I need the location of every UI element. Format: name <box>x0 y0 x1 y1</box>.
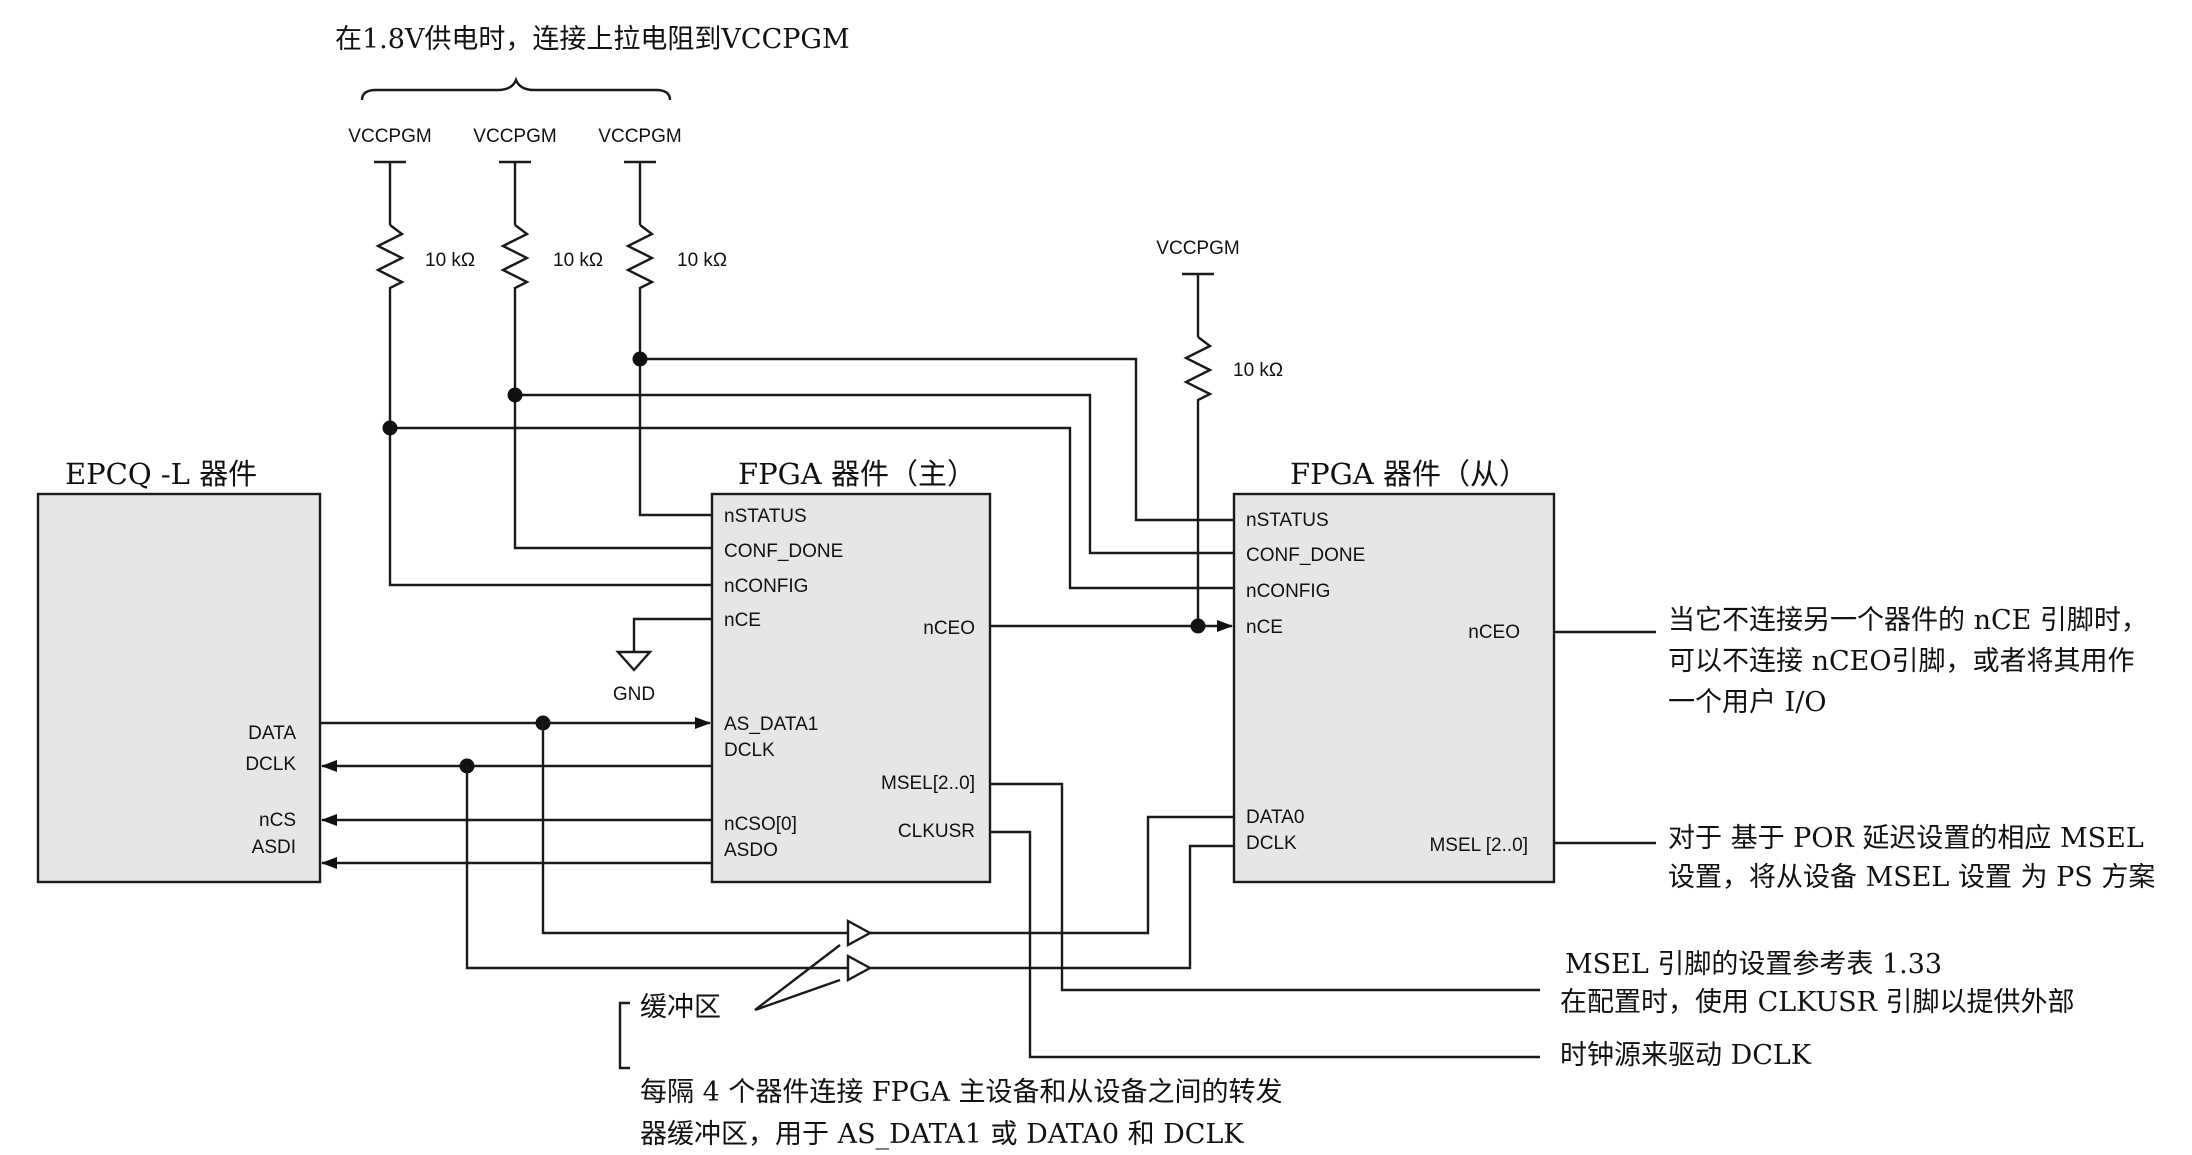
epcq-title: EPCQ -L 器件 <box>65 457 257 491</box>
note-msel-reference: MSEL 引脚的设置参考表 1.33 <box>1565 949 1942 980</box>
note-clkusr-line2: 时钟源来驱动 DCLK <box>1560 1040 1812 1071</box>
fpga-slave-title: FPGA 器件（从） <box>1290 457 1528 491</box>
gnd-label: GND <box>613 684 655 705</box>
slave-pin-dclk: DCLK <box>1246 833 1297 854</box>
epcq-pin-dclk: DCLK <box>245 754 296 775</box>
slave-pin-data0: DATA0 <box>1246 807 1304 828</box>
master-pin-nstatus: nSTATUS <box>724 506 807 527</box>
fpga-slave-box <box>1232 492 1556 884</box>
slave-pin-nconfig: nCONFIG <box>1246 581 1330 602</box>
note-repeater-line2: 器缓冲区，用于 AS_DATA1 或 DATA0 和 DCLK <box>640 1119 1244 1150</box>
supply-symbols <box>374 160 1214 337</box>
master-pin-asdo: ASDO <box>724 840 778 861</box>
epcq-pin-ncs: nCS <box>259 810 296 831</box>
epcq-device-box <box>36 492 322 884</box>
master-pin-nceo: nCEO <box>923 618 975 639</box>
master-pin-clkusr: CLKUSR <box>898 821 975 842</box>
as-bus-wires <box>320 717 712 869</box>
note-nceo-line3: 一个用户 I/O <box>1668 687 1826 718</box>
buffer-icon-dclk <box>846 953 873 983</box>
epcq-pin-data: DATA <box>248 723 296 744</box>
master-nce-gnd-wire <box>632 617 712 652</box>
slave-pin-nstatus: nSTATUS <box>1246 510 1329 531</box>
master-pin-nce: nCE <box>724 610 761 631</box>
buffer-icon-data <box>846 918 873 948</box>
junction-slave-nce <box>1190 618 1206 634</box>
slave-pin-msel: MSEL [2..0] <box>1429 835 1528 856</box>
pullup-wires <box>388 290 1234 590</box>
buffer-callout-bracket <box>618 1001 630 1070</box>
resistor-label-2: 10 kΩ <box>553 250 603 271</box>
clkusr-leader-line <box>990 830 1540 1059</box>
note-msel-line2: 设置，将从设备 MSEL 设置 为 PS 方案 <box>1668 862 2155 893</box>
junction-nconfig <box>382 420 398 436</box>
note-nceo-line1: 当它不连接另一个器件的 nCE 引脚时， <box>1668 605 2148 636</box>
epcq-pin-asdi: ASDI <box>252 837 296 858</box>
slave-pin-nceo: nCEO <box>1468 622 1520 643</box>
note-nceo-line2: 可以不连接 nCEO引脚，或者将其用作 <box>1668 646 2134 677</box>
supply-label-3: VCCPGM <box>598 126 681 147</box>
master-pin-ncso: nCSO[0] <box>724 814 797 835</box>
master-pin-as-data1: AS_DATA1 <box>724 714 818 735</box>
master-pin-nconfig: nCONFIG <box>724 576 808 597</box>
fpga-master-title: FPGA 器件（主） <box>738 457 976 491</box>
note-msel-line1: 对于 基于 POR 延迟设置的相应 MSEL <box>1668 823 2144 854</box>
gnd-icon <box>615 650 653 672</box>
slave-pin-nce: nCE <box>1246 617 1283 638</box>
resistor-label-1: 10 kΩ <box>425 250 475 271</box>
slave-pin-conf-done: CONF_DONE <box>1246 545 1365 566</box>
msel-leader-line <box>990 782 1540 992</box>
master-pin-dclk: DCLK <box>724 740 775 761</box>
supply-label-2: VCCPGM <box>473 126 556 147</box>
pullup-brace <box>360 76 672 101</box>
buffer-callout-arrows <box>754 944 841 1012</box>
supply-label-1: VCCPGM <box>348 126 431 147</box>
supply-label-4: VCCPGM <box>1156 238 1239 259</box>
resistor-label-4: 10 kΩ <box>1233 360 1283 381</box>
resistor-label-3: 10 kΩ <box>677 250 727 271</box>
fpga-master-box <box>710 492 992 884</box>
junction-conf-done <box>507 387 523 403</box>
master-pin-conf-done: CONF_DONE <box>724 541 843 562</box>
master-pin-msel: MSEL[2..0] <box>881 773 975 794</box>
resistor-symbols <box>375 224 1213 402</box>
note-buffer: 缓冲区 <box>640 992 721 1023</box>
note-repeater-line1: 每隔 4 个器件连接 FPGA 主设备和从设备之间的转发 <box>640 1077 1282 1108</box>
junction-nstatus <box>632 351 648 367</box>
pullup-note: 在1.8V供电时，连接上拉电阻到VCCPGM <box>335 24 850 55</box>
note-clkusr-line1: 在配置时，使用 CLKUSR 引脚以提供外部 <box>1560 987 2075 1018</box>
